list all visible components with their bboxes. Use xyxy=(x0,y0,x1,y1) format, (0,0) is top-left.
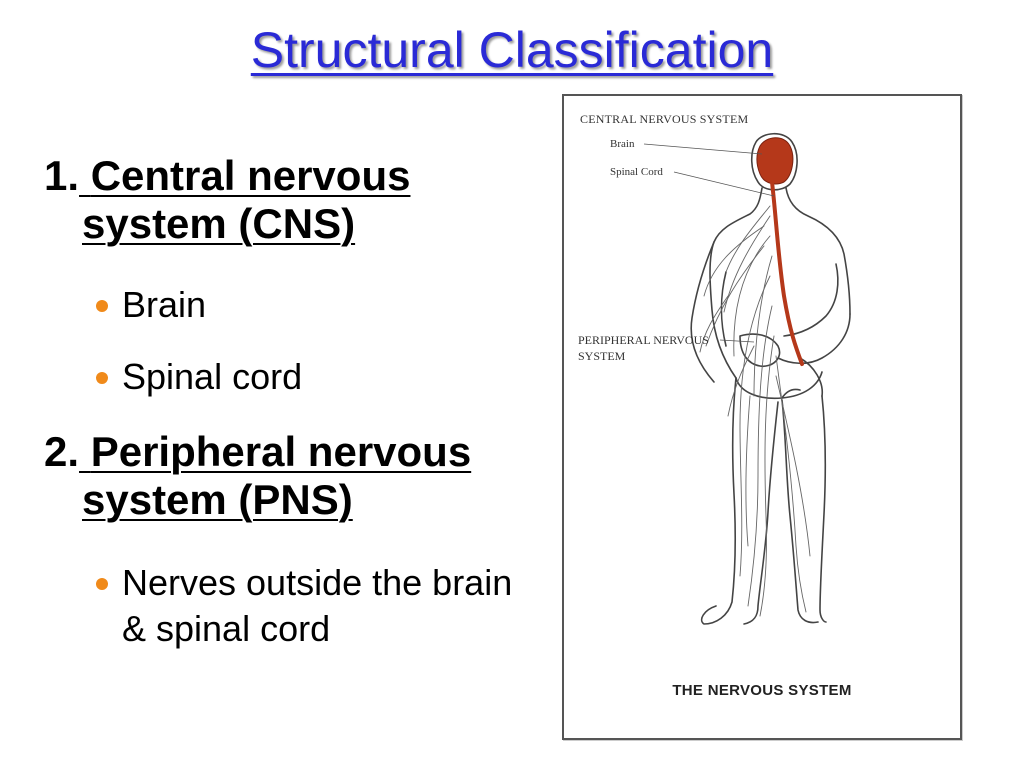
heading-pns: 2. Peripheral nervous system (PNS) xyxy=(44,428,471,524)
heading-pns-number: 2. xyxy=(44,428,80,475)
label-brain: Brain xyxy=(610,138,635,150)
human-body-illustration xyxy=(643,132,851,625)
brain-shape xyxy=(756,137,794,185)
heading-cns-line2: system (CNS) xyxy=(82,200,356,247)
heading-cns-number: 1. xyxy=(44,152,80,199)
bullet-text: Nerves outside the brain & spinal cord xyxy=(122,562,513,649)
nervous-system-figure: CENTRAL NERVOUS SYSTEM Brain Spinal Cord… xyxy=(562,94,962,740)
bullet-dot-icon xyxy=(96,300,108,312)
bullet-brain: Brain xyxy=(96,282,206,328)
bullet-spinal-cord: Spinal cord xyxy=(96,354,302,400)
heading-pns-line1: Peripheral nervous xyxy=(90,428,472,475)
heading-cns: 1. Central nervous system (CNS) xyxy=(44,152,410,248)
figure-caption: THE NERVOUS SYSTEM xyxy=(672,682,852,699)
spinal-cord-shape xyxy=(770,180,804,366)
bullet-dot-icon xyxy=(96,578,108,590)
bullet-text: Spinal cord xyxy=(122,356,303,397)
body-outline xyxy=(690,132,851,625)
bullet-dot-icon xyxy=(96,372,108,384)
slide-title: Structural Classification xyxy=(250,22,774,78)
bullet-text: Brain xyxy=(122,284,207,325)
label-leader-lines xyxy=(643,143,775,343)
peripheral-nerves xyxy=(699,205,811,617)
cns-highlight xyxy=(756,137,804,366)
label-spinal-cord: Spinal Cord xyxy=(610,166,663,178)
heading-pns-line2: system (PNS) xyxy=(82,476,353,523)
heading-cns-line1: Central nervous xyxy=(90,152,411,199)
label-central-nervous-system: CENTRAL NERVOUS SYSTEM xyxy=(580,112,749,126)
bullet-nerves-outside: Nerves outside the brain & spinal cord xyxy=(96,560,516,652)
label-peripheral-nervous-system: PERIPHERAL NERVOUS SYSTEM xyxy=(578,333,709,363)
